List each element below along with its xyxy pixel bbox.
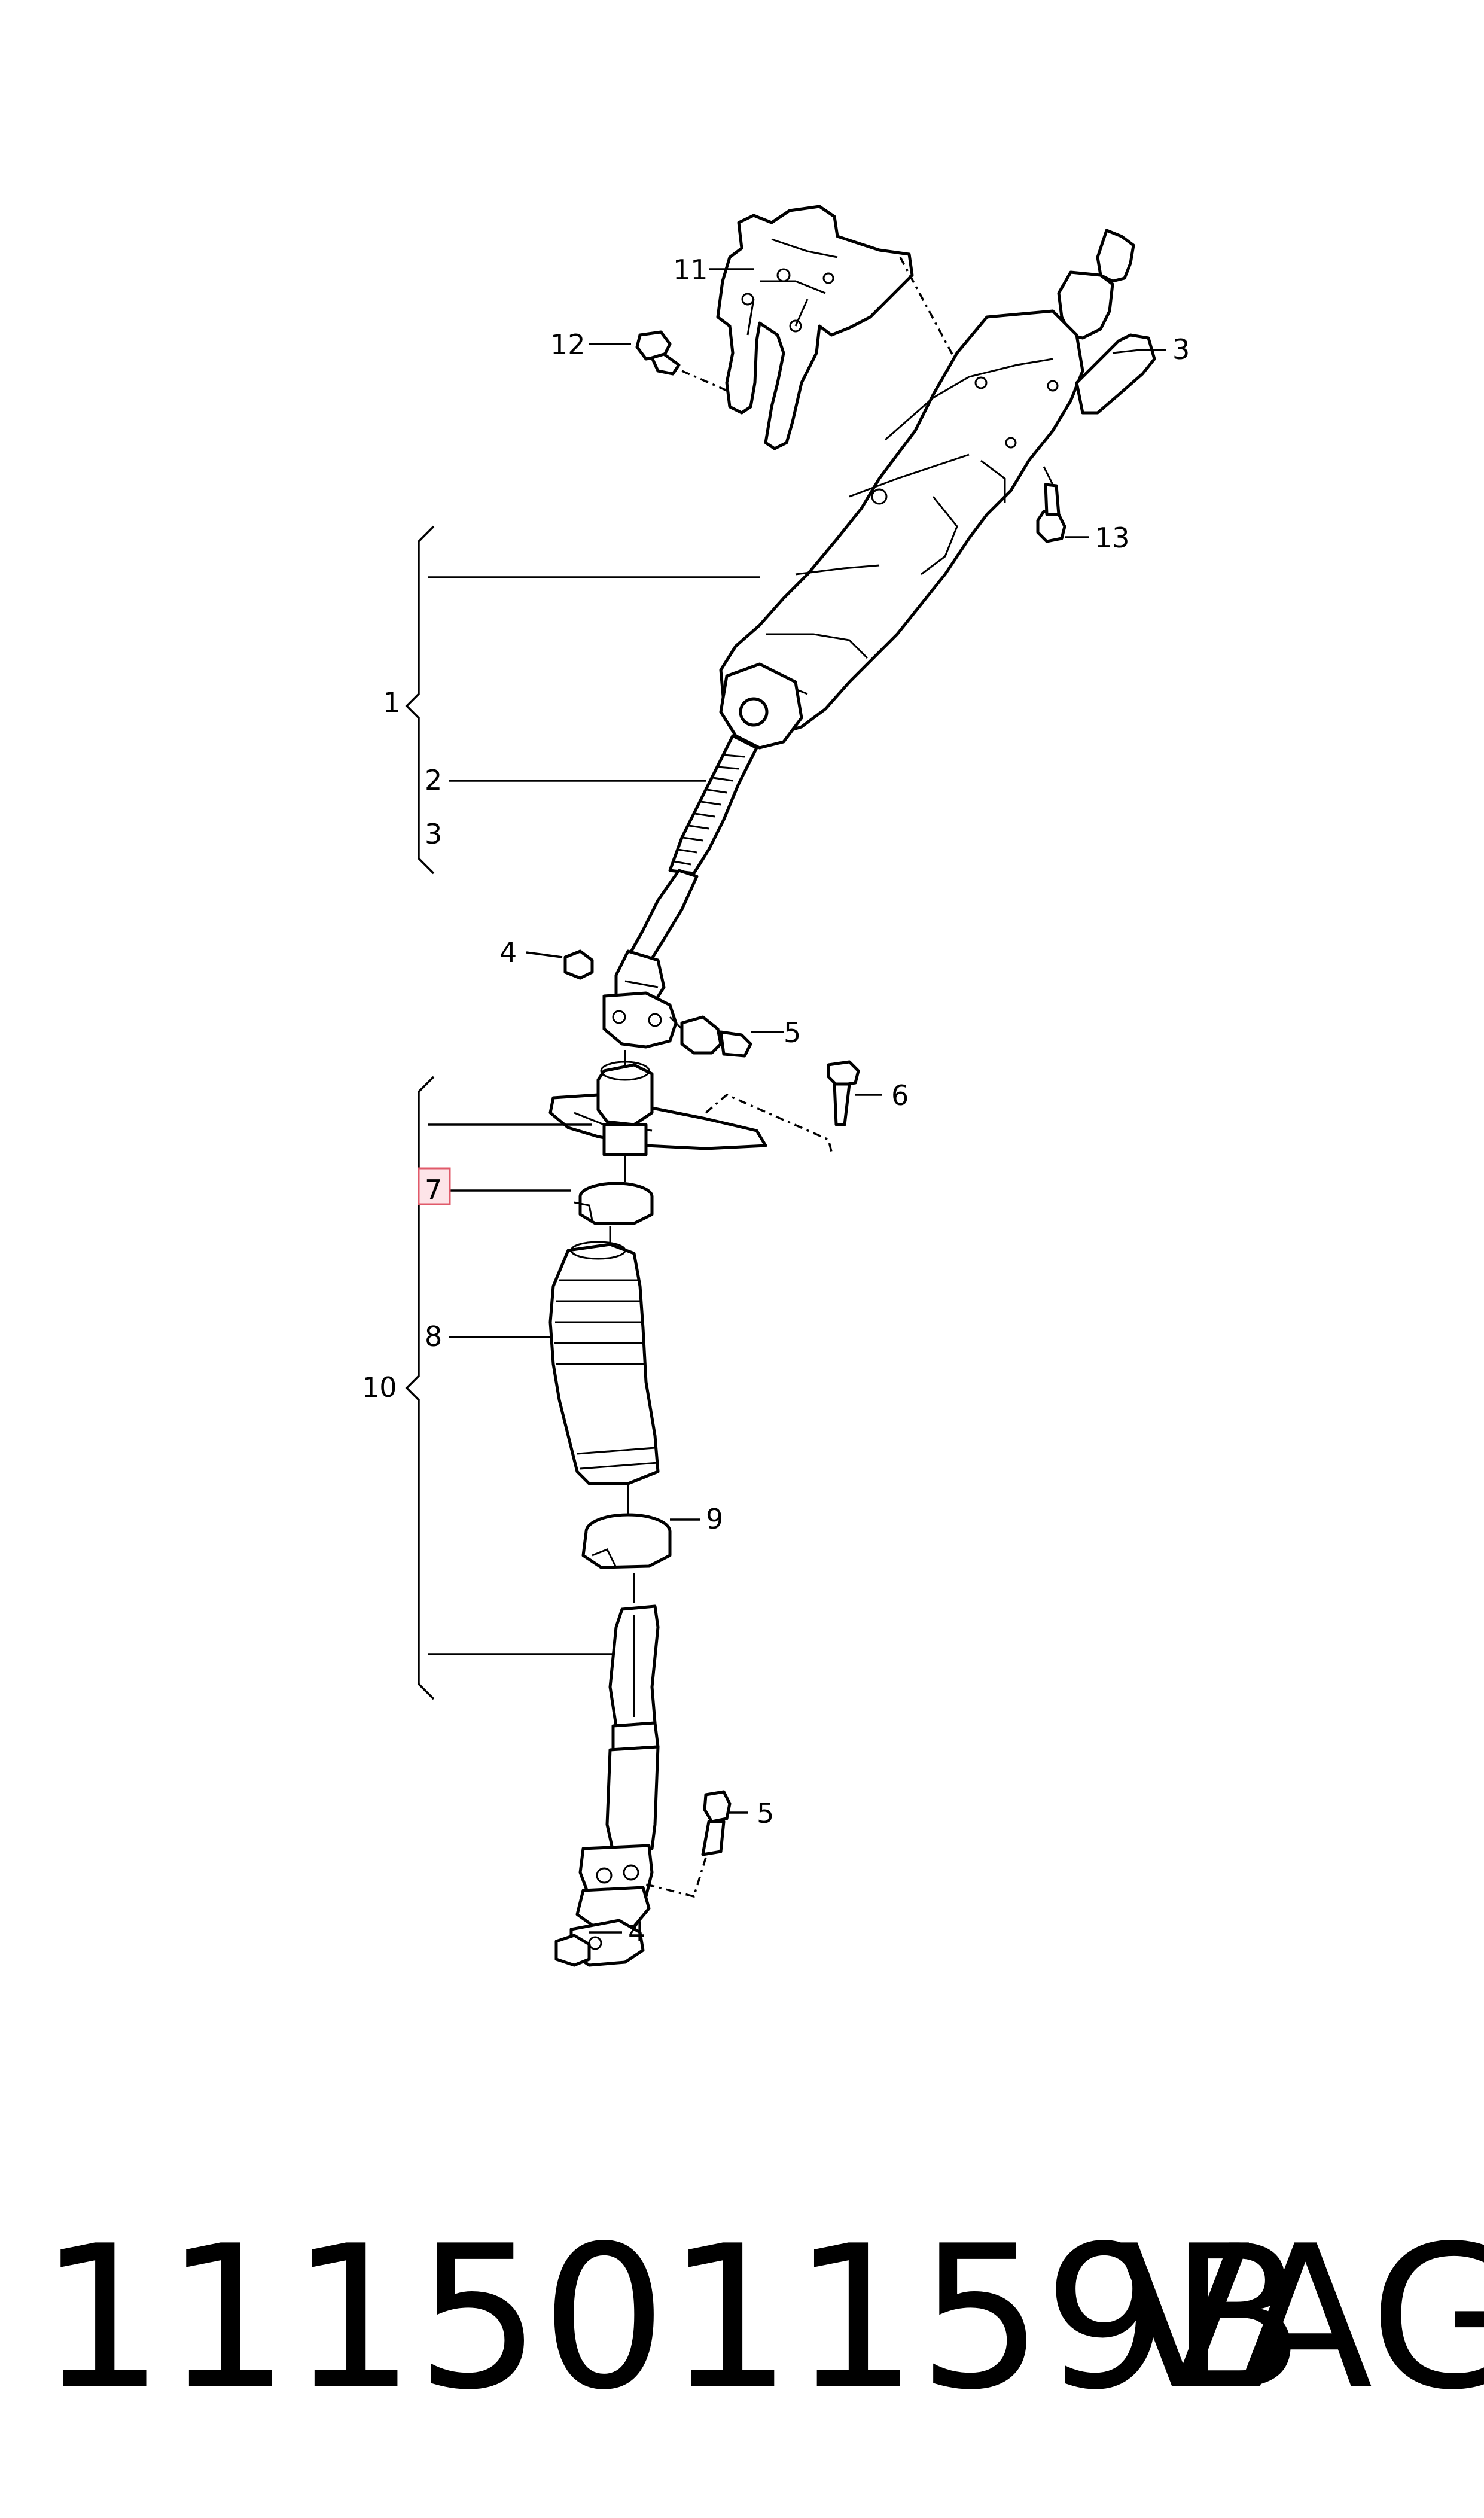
bolt-5-upper-axis — [669, 1016, 683, 1030]
alignment-line-bolt-5-lower — [645, 1857, 707, 1898]
bearing-plate — [548, 1061, 767, 1156]
callout-6: 6 — [891, 1079, 909, 1112]
callout-2: 2 — [425, 764, 442, 796]
bolt-13 — [1036, 483, 1066, 543]
telescopic-shaft — [602, 734, 758, 1049]
adjustment-lever — [1075, 333, 1156, 415]
leader-4-upper — [526, 951, 563, 958]
callout-8: 8 — [425, 1320, 442, 1353]
bolt-5-upper — [680, 1015, 752, 1058]
brace-10 — [405, 1076, 435, 1700]
brand-name: VAG — [1116, 2203, 1484, 2433]
bolt-5-lower — [701, 1790, 732, 1856]
alignment-line-screw-6 — [705, 1093, 833, 1152]
callout-11: 11 — [673, 254, 708, 286]
clamp-7 — [574, 1182, 654, 1225]
callout-5-upper: 5 — [784, 1016, 801, 1049]
screw-12 — [635, 330, 681, 376]
lower-shaft — [569, 1604, 660, 1967]
callout-7-highlight — [418, 1167, 451, 1205]
screw-6 — [827, 1060, 860, 1126]
callout-13: 13 — [1095, 522, 1130, 554]
mounting-bracket — [716, 205, 914, 450]
alignment-line-screw-12 — [681, 370, 730, 393]
callout-3-top: 3 — [1172, 333, 1190, 366]
callout-7: 7 — [425, 1174, 442, 1206]
boot-8 — [548, 1241, 660, 1485]
part-number: 111501159B — [39, 2203, 1305, 2433]
callout-5-lower: 5 — [757, 1797, 774, 1829]
callout-4-upper: 4 — [499, 936, 517, 969]
callout-12: 12 — [550, 328, 586, 361]
callout-10: 10 — [362, 1371, 397, 1403]
callout-4-lower: 4 — [628, 1916, 645, 1948]
callout-3-left: 3 — [425, 818, 442, 850]
nut-4-lower — [554, 1934, 591, 1967]
steering-column-body — [719, 229, 1135, 750]
callout-9: 9 — [706, 1503, 723, 1535]
brace-1 — [405, 525, 435, 875]
clamp-9 — [581, 1513, 672, 1569]
nut-4-upper — [563, 949, 594, 980]
callout-1: 1 — [383, 686, 400, 718]
